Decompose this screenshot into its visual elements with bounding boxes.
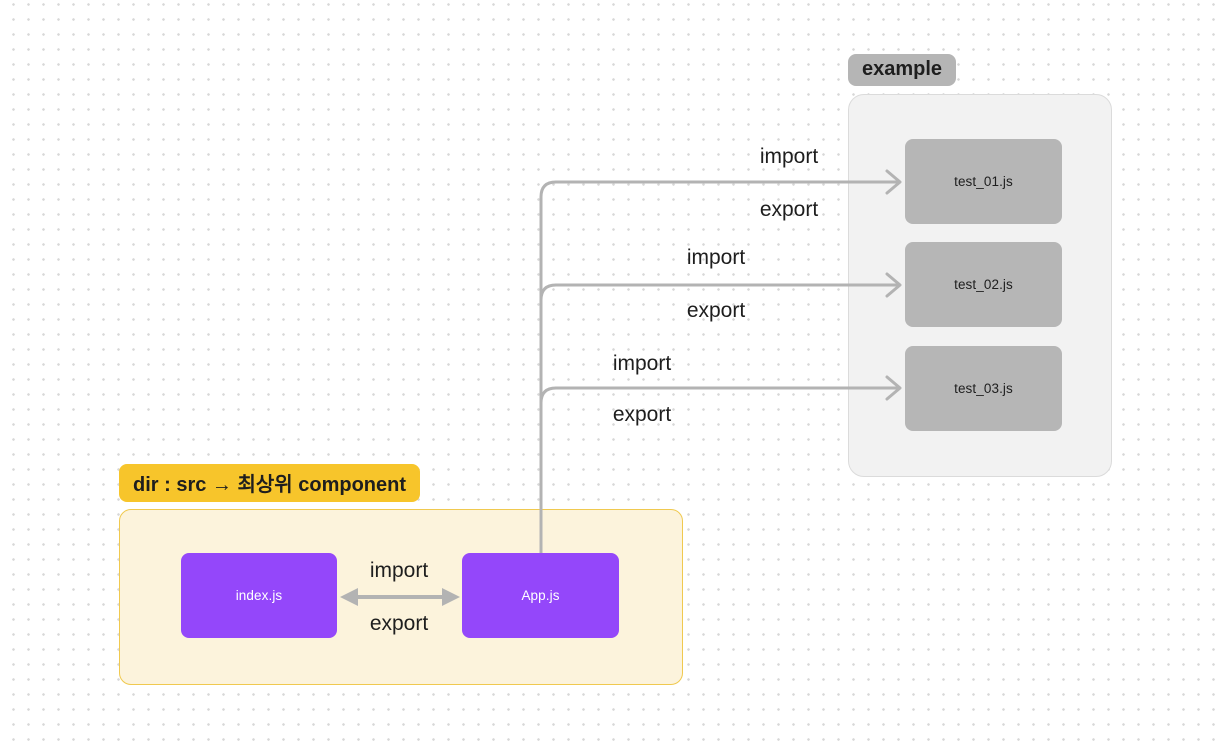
node-index-js[interactable]: index.js bbox=[181, 553, 337, 638]
connector3-export-label[interactable]: export bbox=[612, 403, 672, 426]
connector1-export-label[interactable]: export bbox=[759, 198, 819, 221]
node-test-02-js[interactable]: test_02.js bbox=[905, 242, 1062, 327]
node-app-js[interactable]: App.js bbox=[462, 553, 619, 638]
connector2-export-label[interactable]: export bbox=[686, 299, 746, 322]
index-app-export-label[interactable]: export bbox=[369, 612, 429, 635]
src-group-tag[interactable]: dir : src → 최상위 component bbox=[119, 464, 421, 502]
example-group-tag[interactable]: example bbox=[848, 54, 957, 86]
connector-app-to-test03[interactable] bbox=[539, 375, 902, 555]
connector3-import-label[interactable]: import bbox=[612, 352, 672, 375]
connector-app-to-test01[interactable] bbox=[539, 169, 902, 555]
connector-app-to-test02[interactable] bbox=[539, 272, 902, 555]
node-test-03-js[interactable]: test_03.js bbox=[905, 346, 1062, 431]
index-app-import-label[interactable]: import bbox=[369, 559, 429, 582]
node-test-01-js[interactable]: test_01.js bbox=[905, 139, 1062, 224]
connector2-import-label[interactable]: import bbox=[686, 246, 746, 269]
connector1-import-label[interactable]: import bbox=[759, 145, 819, 168]
